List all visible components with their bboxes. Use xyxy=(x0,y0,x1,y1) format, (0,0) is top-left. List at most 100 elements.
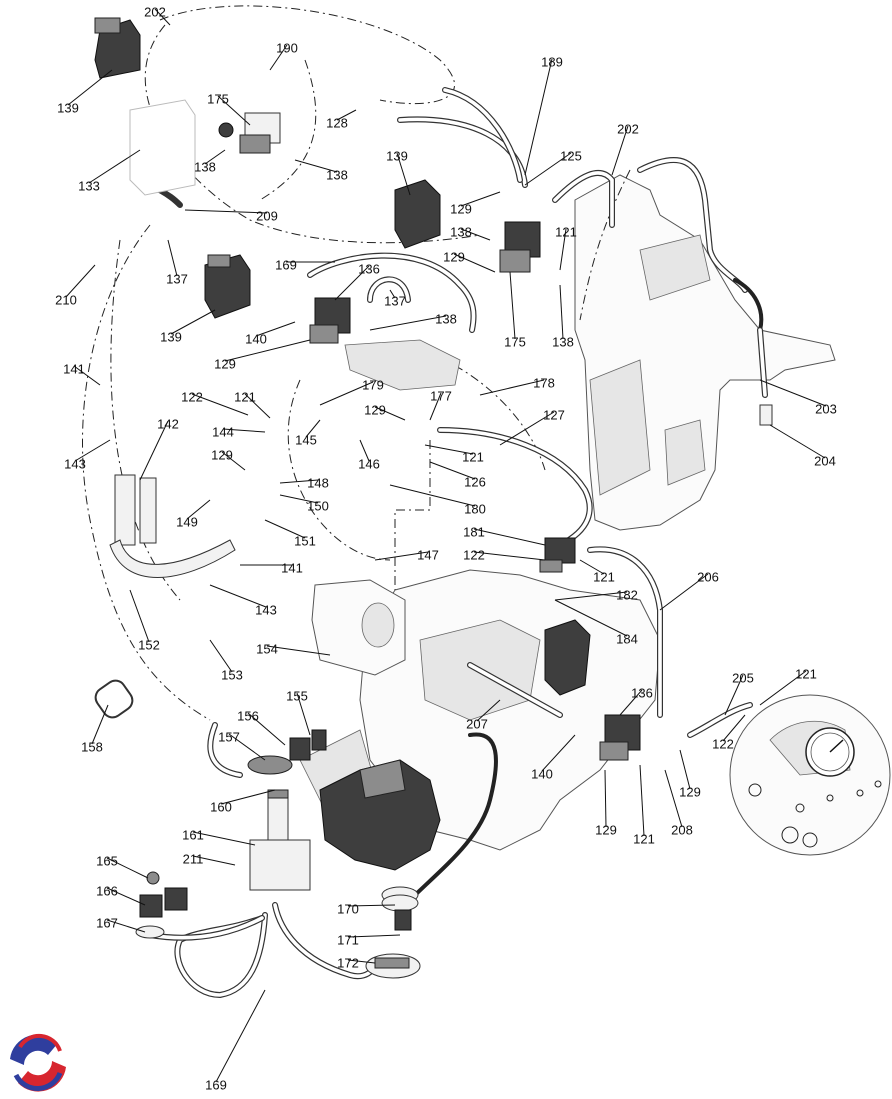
leader-line xyxy=(220,789,276,805)
leader-line xyxy=(65,264,96,298)
leader-line xyxy=(347,959,376,964)
leader-line xyxy=(154,8,171,26)
leader-line xyxy=(473,528,546,546)
leader-line xyxy=(579,559,605,575)
callout-label: 178 xyxy=(533,375,555,390)
callout-label: 128 xyxy=(326,115,348,130)
leader-line xyxy=(429,392,442,421)
leader-line xyxy=(88,149,141,184)
callout-label: 156 xyxy=(237,708,259,723)
leader-line xyxy=(722,714,746,742)
callout-label: 141 xyxy=(63,361,85,376)
callout-label: 177 xyxy=(430,388,452,403)
callout-label: 153 xyxy=(221,667,243,682)
distribution-plate xyxy=(344,339,461,391)
leader-line xyxy=(424,444,474,455)
callout-label: 167 xyxy=(96,915,118,930)
callout-label: 150 xyxy=(307,498,329,513)
leader-line xyxy=(476,699,501,722)
leader-line xyxy=(509,271,516,340)
leader-line xyxy=(659,573,709,611)
solenoid-valve-175-top xyxy=(218,112,281,154)
callout-label: 143 xyxy=(64,456,86,471)
callout-label: 122 xyxy=(181,389,203,404)
seals-166-167 xyxy=(135,871,188,939)
leader-line xyxy=(374,406,406,421)
leader-line xyxy=(619,689,643,716)
callout-label: 160 xyxy=(210,799,232,814)
callout-label: 129 xyxy=(443,249,465,264)
callout-label: 169 xyxy=(205,1077,227,1092)
leader-line xyxy=(170,309,216,335)
leader-line xyxy=(266,645,331,656)
leader-line xyxy=(73,365,101,386)
callout-label: 170 xyxy=(337,901,359,916)
leader-line xyxy=(369,315,447,331)
brew-unit xyxy=(319,759,441,871)
callout-label: 169 xyxy=(275,257,297,272)
callout-label: 138 xyxy=(194,159,216,174)
callout-label: 147 xyxy=(417,547,439,562)
solenoid-valve-136-left xyxy=(309,297,351,344)
leader-lines xyxy=(65,8,827,1083)
leader-line xyxy=(639,764,645,837)
leader-line xyxy=(224,339,311,362)
leader-line xyxy=(319,381,374,406)
callout-label: 206 xyxy=(697,569,719,584)
callout-label: 121 xyxy=(593,569,615,584)
callout-label: 182 xyxy=(616,587,638,602)
connector-blocks-181 xyxy=(539,537,576,573)
switch-155-156 xyxy=(247,729,327,775)
leader-line xyxy=(334,265,370,301)
leader-line xyxy=(554,599,628,637)
leader-line xyxy=(554,591,628,601)
leader-line xyxy=(374,551,429,561)
callout-label: 121 xyxy=(795,666,817,681)
brand-swirl-logo xyxy=(7,1032,69,1094)
tube-network xyxy=(147,87,768,999)
leader-line xyxy=(106,857,149,879)
leader-line xyxy=(347,934,401,938)
callout-label: 179 xyxy=(362,377,384,392)
callout-label: 141 xyxy=(281,560,303,575)
leader-line xyxy=(139,420,169,481)
pressure-gauge-inset xyxy=(729,694,891,856)
leader-line xyxy=(336,109,357,121)
leader-line xyxy=(186,499,211,520)
callout-label: 205 xyxy=(732,670,754,685)
callout-label: 121 xyxy=(234,389,256,404)
callout-label: 202 xyxy=(617,121,639,136)
leader-line xyxy=(217,95,251,126)
leader-line xyxy=(759,670,807,706)
callout-label: 139 xyxy=(57,100,79,115)
leader-line xyxy=(222,428,266,433)
leader-line xyxy=(604,769,607,828)
leader-line xyxy=(305,419,321,438)
leader-line xyxy=(215,989,266,1083)
leader-line xyxy=(460,228,491,241)
leader-line xyxy=(429,461,476,480)
leader-line xyxy=(129,589,150,643)
callout-label: 208 xyxy=(671,822,693,837)
callout-label: 138 xyxy=(552,334,574,349)
callout-label: 129 xyxy=(214,356,236,371)
leader-line xyxy=(664,769,683,828)
callout-label: 138 xyxy=(326,167,348,182)
solenoid-valve-175-right xyxy=(499,221,541,273)
callout-label: 189 xyxy=(541,54,563,69)
leader-line xyxy=(499,411,555,446)
callout-label: 190 xyxy=(276,40,298,55)
callout-label: 154 xyxy=(256,641,278,656)
coil-139-middle xyxy=(394,179,441,249)
callout-label: 157 xyxy=(218,729,240,744)
callout-label: 211 xyxy=(183,851,204,866)
coil-139-left xyxy=(204,254,251,319)
callout-label: 121 xyxy=(462,449,484,464)
callout-label: 149 xyxy=(176,514,198,529)
leader-line xyxy=(473,551,546,561)
callout-label: 136 xyxy=(631,685,653,700)
leader-line xyxy=(559,228,567,271)
flowmeter-172 xyxy=(365,953,421,979)
callout-label: 125 xyxy=(560,148,582,163)
